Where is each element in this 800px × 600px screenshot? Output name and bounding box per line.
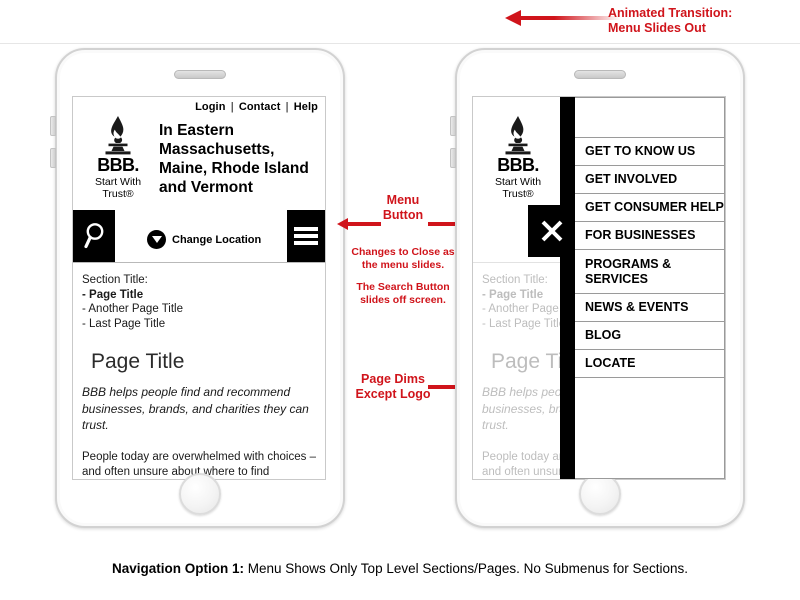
location-title: In Eastern Massachusetts, Maine, Rhode I… — [159, 122, 309, 196]
chevron-down-icon — [147, 230, 166, 249]
body-paragraph: People today are overwhelmed with choice… — [82, 450, 316, 479]
section-title: Section Title: — [82, 274, 148, 286]
bbb-tagline: Start With Trust® — [485, 176, 551, 200]
list-item[interactable]: - Another Page Title — [82, 303, 184, 315]
header-divider — [0, 43, 800, 44]
utility-separator-1: | — [230, 101, 234, 113]
bbb-wordmark: BBB. — [497, 155, 539, 175]
page-dims-line2: Except Logo — [355, 387, 431, 401]
list-item[interactable]: - Page Title — [82, 288, 144, 301]
menu-note-line3: The Search Button — [356, 281, 450, 293]
section-title: Section Title: — [482, 274, 548, 286]
bbb-tagline-line2: Trust® — [102, 187, 134, 200]
list-item: - Another Page Title — [482, 303, 584, 315]
bbb-tagline: Start With Trust® — [85, 176, 151, 200]
phone-screen: Login | Contact | Help — [72, 96, 326, 480]
menu-item-programs-and-services[interactable]: PROGRAMS & SERVICES — [575, 250, 724, 294]
phone-mockup-menu-open: BBB. Start With Trust® Section Title: - … — [450, 48, 745, 528]
menu-button-annotation-line2: Button — [382, 208, 424, 222]
volume-down-button[interactable] — [450, 148, 456, 168]
bbb-tagline-line1: Start With — [94, 176, 142, 188]
lede-paragraph: BBB helps people find and recommend busi… — [82, 385, 309, 432]
menu-button-annotation-note: Changes to Close as the menu slides. The… — [340, 246, 466, 307]
volume-up-button[interactable] — [50, 116, 56, 136]
close-menu-button[interactable] — [528, 205, 575, 257]
page-dims-annotation: Page Dims Except Logo — [346, 372, 440, 402]
menu-edge-strip — [560, 97, 575, 479]
list-item: - Page Title — [482, 288, 544, 301]
close-x-icon — [541, 220, 562, 242]
menu-button-annotation-line1: Menu — [386, 193, 420, 207]
menu-top-spacer — [575, 98, 724, 138]
menu-button[interactable] — [287, 210, 325, 262]
change-location-label: Change Location — [172, 233, 262, 246]
list-item: - Last Page Title — [482, 317, 566, 330]
bbb-logo[interactable]: BBB. Start With Trust® — [485, 114, 551, 200]
phone-mockup-closed: Login | Contact | Help — [50, 48, 345, 528]
menu-item-get-consumer-help[interactable]: GET CONSUMER HELP — [575, 194, 724, 222]
earpiece-speaker — [574, 70, 626, 79]
menu-item-get-to-know-us[interactable]: GET TO KNOW US — [575, 138, 724, 166]
caption-label: Navigation Option 1: — [111, 561, 244, 576]
volume-down-button[interactable] — [50, 148, 56, 168]
menu-note-line2: the menu slides. — [361, 259, 445, 271]
animated-transition-label: Animated Transition: Menu Slides Out — [608, 6, 798, 36]
bbb-logo[interactable]: BBB. Start With Trust® — [85, 114, 151, 200]
volume-up-button[interactable] — [450, 116, 456, 136]
page-dims-line1: Page Dims — [361, 372, 425, 386]
change-location-control[interactable]: Change Location — [147, 230, 261, 249]
menu-button-arrow-left — [337, 218, 381, 230]
animated-transition-arrow — [505, 10, 620, 26]
home-button[interactable] — [179, 473, 221, 515]
bbb-tagline-line2: Trust® — [502, 187, 534, 200]
menu-item-for-businesses[interactable]: FOR BUSINESSES — [575, 222, 724, 250]
phone-screen: BBB. Start With Trust® Section Title: - … — [472, 96, 726, 480]
bbb-tagline-line1: Start With — [494, 176, 542, 188]
page-title: Page Title — [91, 350, 185, 373]
menu-item-blog[interactable]: BLOG — [575, 322, 724, 350]
utility-nav: Login | Contact | Help — [195, 101, 318, 113]
list-item[interactable]: - Last Page Title — [82, 317, 166, 330]
menu-button-annotation-title: Menu Button — [355, 193, 451, 223]
contact-link[interactable]: Contact — [238, 101, 281, 113]
bbb-wordmark: BBB. — [97, 155, 139, 175]
section-link-list: Section Title: - Page Title - Another Pa… — [82, 273, 316, 331]
login-link[interactable]: Login — [195, 101, 226, 113]
bbb-torch-icon — [85, 114, 151, 158]
menu-note-line4: slides off screen. — [360, 294, 446, 306]
menu-note-line1: Changes to Close as — [351, 246, 455, 258]
animated-transition-line1: Animated Transition: — [608, 6, 733, 20]
search-icon — [84, 223, 104, 249]
figure-caption: Navigation Option 1: Menu Shows Only Top… — [0, 561, 800, 576]
help-link[interactable]: Help — [293, 101, 318, 113]
menu-item-news-and-events[interactable]: NEWS & EVENTS — [575, 294, 724, 322]
home-button[interactable] — [579, 473, 621, 515]
menu-item-get-involved[interactable]: GET INVOLVED — [575, 166, 724, 194]
caption-text: Menu Shows Only Top Level Sections/Pages… — [244, 561, 688, 576]
utility-separator-2: | — [285, 101, 289, 113]
menu-item-locate[interactable]: LOCATE — [575, 350, 724, 378]
slide-out-menu: GET TO KNOW US GET INVOLVED GET CONSUMER… — [575, 97, 725, 479]
site-header: Login | Contact | Help — [73, 97, 325, 263]
animated-transition-line2: Menu Slides Out — [608, 21, 706, 35]
earpiece-speaker — [174, 70, 226, 79]
hamburger-icon — [294, 224, 318, 248]
search-button[interactable] — [73, 210, 115, 262]
section-link-list: Section Title: - Page Title - Another Pa… — [482, 273, 716, 331]
bbb-torch-icon — [485, 114, 551, 158]
page-content: Section Title: - Page Title - Another Pa… — [73, 263, 325, 479]
